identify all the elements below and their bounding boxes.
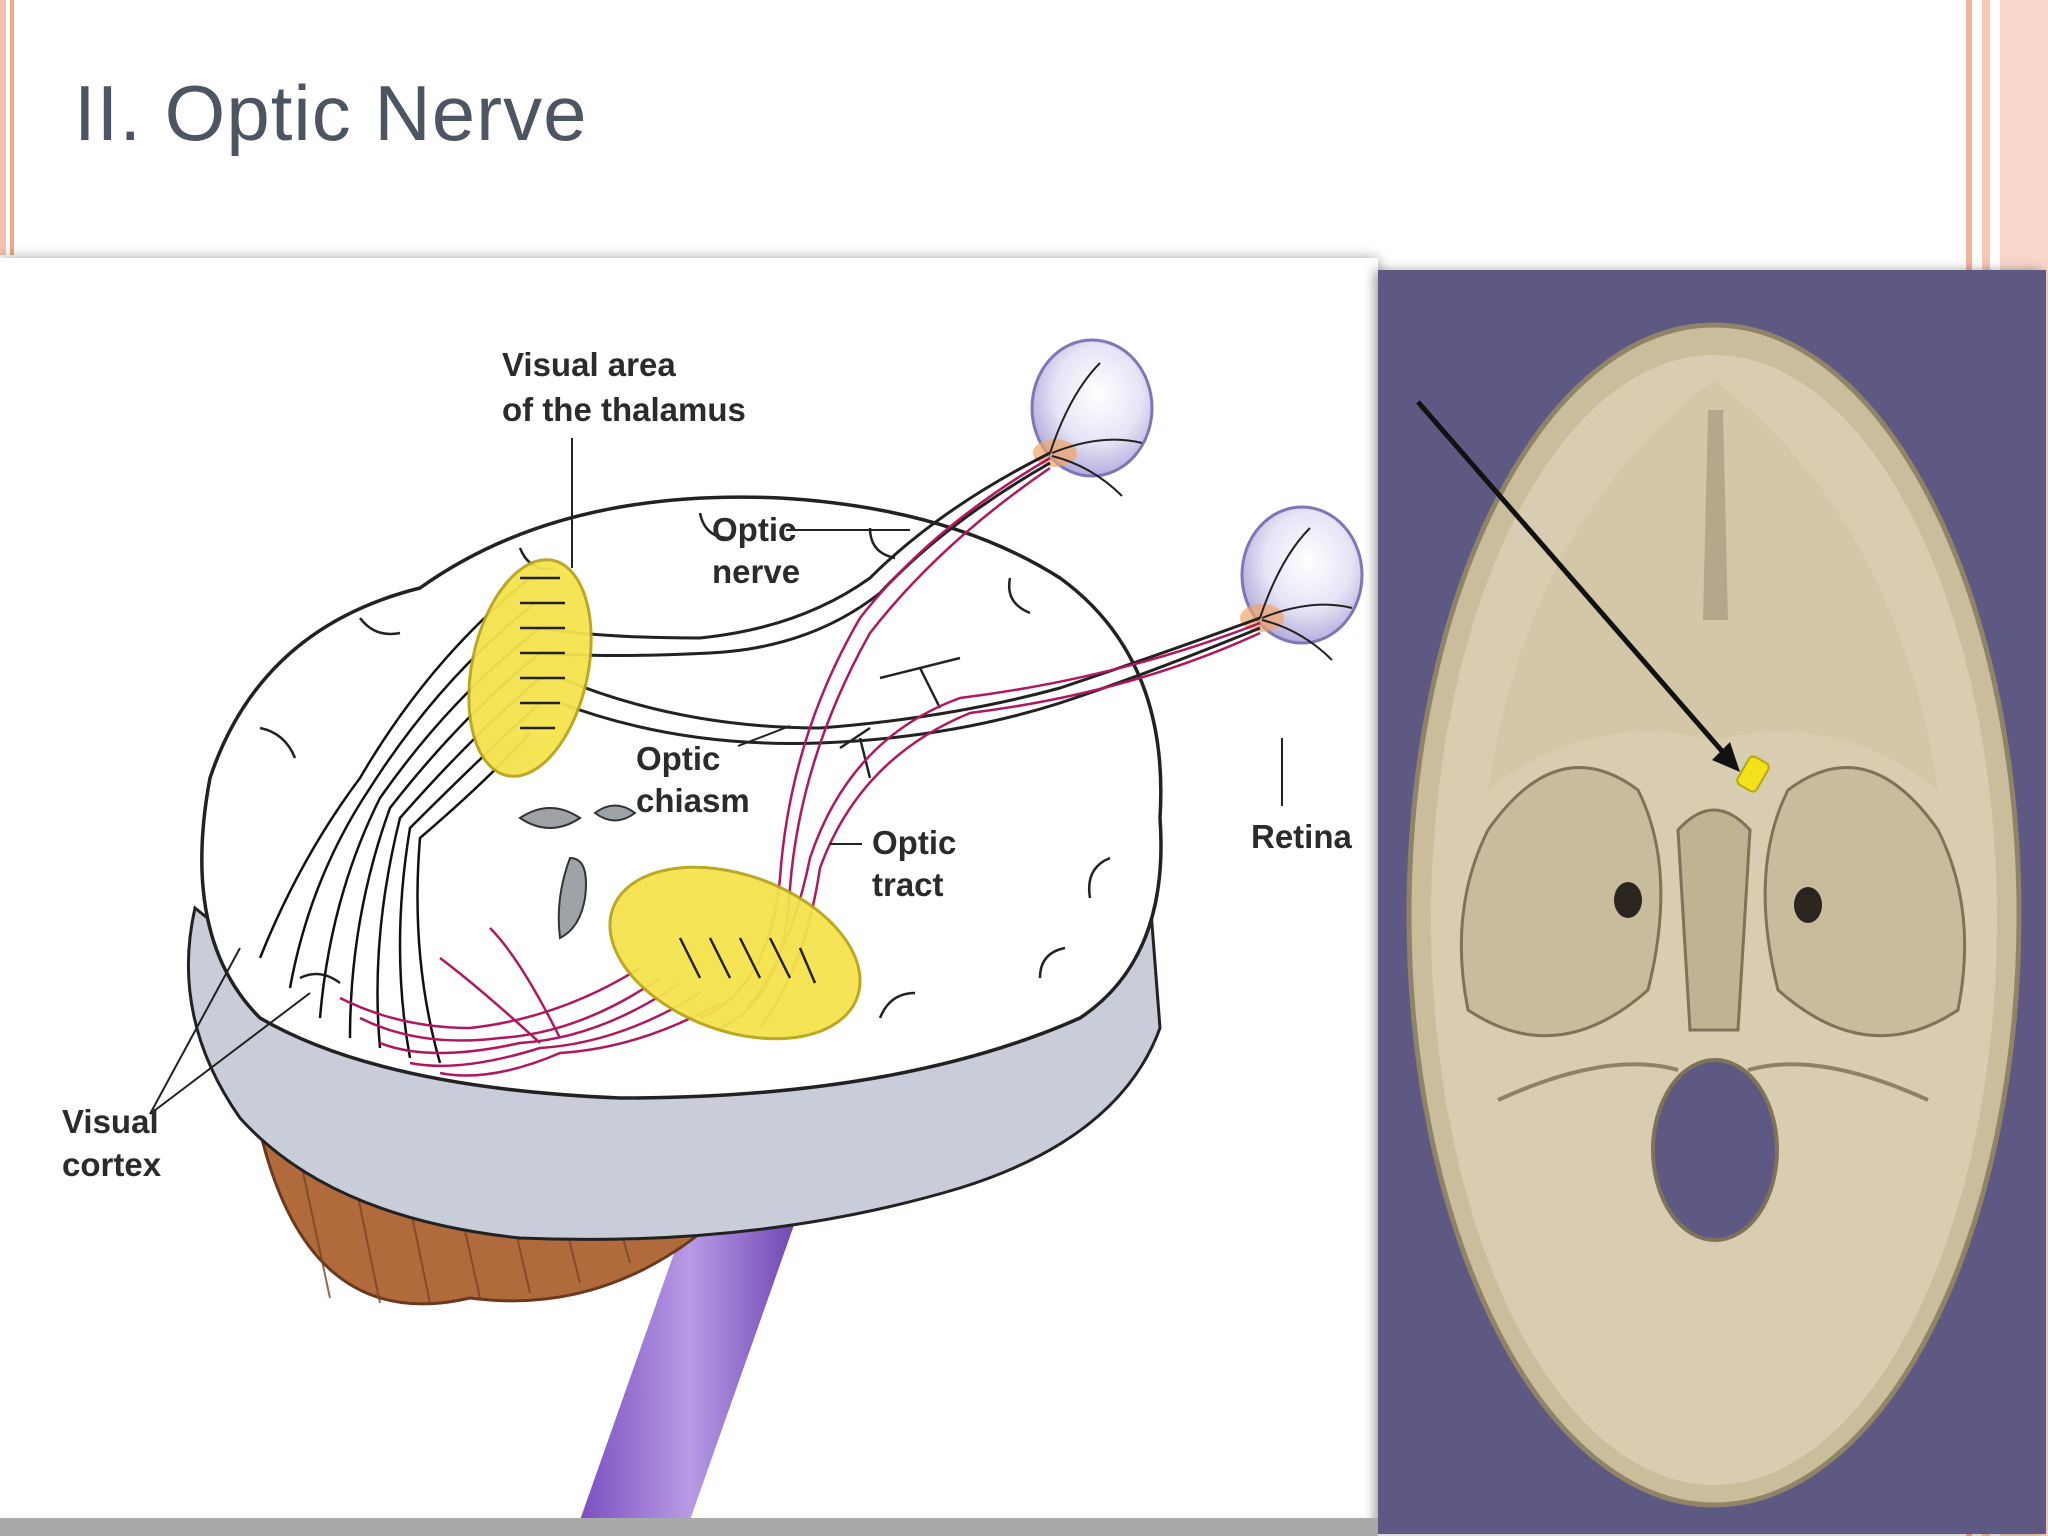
slide-bottom-bar [0, 1518, 1378, 1536]
cerebrum-upper-surface [200, 495, 1163, 1100]
label-thalamus-line1: Visual area [502, 346, 676, 383]
pointer-arrow [1416, 400, 1730, 760]
skull-illustration [1406, 322, 2022, 1508]
brain-stem [580, 1208, 800, 1520]
brain-visual-pathway-figure: Visual area of the thalamus Optic nerve … [0, 258, 1378, 1520]
label-optic-chiasm-line1: Optic [636, 740, 720, 777]
label-visual-cortex-line1: Visual [62, 1103, 159, 1140]
thalamus-visual-area-lower [608, 865, 862, 1041]
label-thalamus-line2: of the thalamus [502, 391, 746, 428]
label-optic-chiasm-line2: chiasm [636, 782, 750, 819]
label-optic-nerve-line1: Optic [712, 511, 796, 548]
label-optic-tract-line1: Optic [872, 824, 956, 861]
thalamus-visual-area-upper [467, 558, 593, 778]
optic-canal-marker [1736, 755, 1770, 793]
label-optic-nerve-line2: nerve [712, 553, 800, 590]
label-visual-cortex-line2: cortex [62, 1146, 162, 1183]
label-optic-tract-line2: tract [872, 866, 944, 903]
slide-edge-decoration-left [0, 0, 24, 255]
label-retina: Retina [1251, 818, 1353, 855]
slide-title: II. Optic Nerve [74, 69, 588, 157]
brain-illustration: Visual area of the thalamus Optic nerve … [62, 338, 1364, 1520]
foramen-magnum [1651, 1058, 1779, 1242]
skull-base-photo [1378, 270, 2046, 1534]
